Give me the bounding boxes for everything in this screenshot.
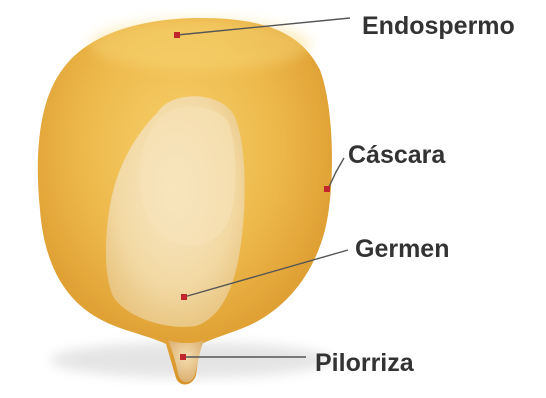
marker-germen <box>181 294 187 300</box>
marker-endospermo <box>174 32 180 38</box>
label-pilorriza: Pilorriza <box>315 351 414 376</box>
label-germen: Germen <box>355 237 449 262</box>
marker-cascara <box>324 186 330 192</box>
marker-pilorriza <box>180 354 186 360</box>
kernel-highlight <box>90 19 310 71</box>
label-endospermo: Endospermo <box>362 14 515 39</box>
germ-inner-shade <box>139 106 235 245</box>
label-cascara: Cáscara <box>348 143 445 168</box>
